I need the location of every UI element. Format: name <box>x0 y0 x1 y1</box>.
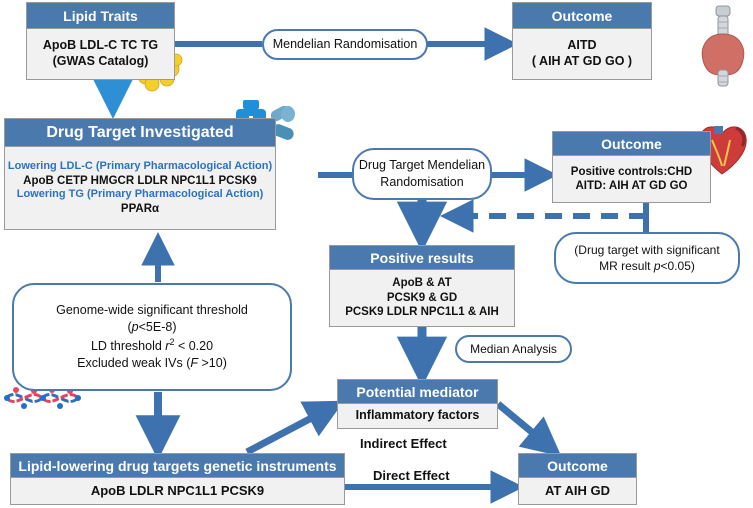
positive-results-line-2: PCSK9 & GD <box>386 291 458 304</box>
threshold-r-italic: r <box>165 339 170 354</box>
drug-target-investigated-box: Drug Target Investigated Lowering LDL-C … <box>4 118 276 230</box>
genetic-instruments-box: Lipid-lowering drug targets genetic inst… <box>10 453 345 505</box>
potential-mediator-header: Potential mediator <box>338 380 497 404</box>
outcome-right-line-2: AITD: AIH AT GD GO <box>575 180 688 192</box>
significant-line-2-pre: MR result <box>599 259 654 273</box>
drug-target-mr-line-2: Randomisation <box>380 175 464 189</box>
potential-mediator-line-1: Inflammatory factors <box>355 408 480 423</box>
outcome-bottom-box: Outcome AT AIH GD <box>518 453 637 505</box>
drug-target-line-1: Lowering LDL-C (Primary Pharmacological … <box>7 159 273 172</box>
outcome-right-line-1: Positive controls:CHD <box>570 165 693 178</box>
threshold-line-2-pre: ( <box>127 320 132 335</box>
positive-results-line-1: ApoB & AT <box>392 277 452 290</box>
threshold-line-2: (p<5E-8) <box>128 319 177 336</box>
positive-results-box: Positive results ApoB & AT PCSK9 & GD PC… <box>329 245 515 327</box>
lipid-traits-box: Lipid Traits ApoB LDL-C TC TG (GWAS Cata… <box>26 2 175 80</box>
positive-results-header: Positive results <box>330 246 514 270</box>
outcome-top-line-2: ( AIH AT GD GO ) <box>531 54 633 68</box>
significant-p-italic: p <box>653 259 661 273</box>
drug-target-line-2: ApoB CETP HMGCR LDLR NPC1L1 PCSK9 <box>23 174 257 187</box>
drug-target-header: Drug Target Investigated <box>5 119 275 147</box>
outcome-top-box: Outcome AITD ( AIH AT GD GO ) <box>512 2 652 80</box>
outcome-right-box: Outcome Positive controls:CHD AITD: AIH … <box>552 131 711 203</box>
lipid-traits-header: Lipid Traits <box>27 3 174 29</box>
threshold-line-2-post: <5E-8) <box>138 320 177 335</box>
threshold-line-3-pre: LD threshold <box>90 339 166 354</box>
threshold-f-italic: F <box>190 355 199 370</box>
threshold-line-3-post: < 0.20 <box>174 339 214 354</box>
significant-line-2: MR result p<0.05) <box>599 258 695 274</box>
threshold-line-4-pre: Excluded weak IVs ( <box>77 355 191 370</box>
threshold-r-sup: 2 <box>169 336 175 347</box>
significant-line-1: (Drug target with significant <box>574 242 720 257</box>
threshold-line-4-post: >10) <box>198 355 227 370</box>
outcome-bottom-header: Outcome <box>519 454 636 478</box>
lipid-traits-line-2: (GWAS Catalog) <box>52 54 149 68</box>
drug-target-mr-pill: Drug Target Mendelian Randomisation <box>352 148 492 200</box>
genetic-instruments-header: Lipid-lowering drug targets genetic inst… <box>11 454 344 478</box>
potential-mediator-box: Potential mediator Inflammatory factors <box>337 379 498 429</box>
drug-target-line-4: PPARα <box>120 202 160 215</box>
significant-mr-result-pill: (Drug target with significant MR result … <box>554 232 740 284</box>
mendelian-randomisation-label: Mendelian Randomisation <box>272 37 418 52</box>
median-analysis-pill: Median Analysis <box>455 335 572 363</box>
outcome-right-header: Outcome <box>553 132 710 156</box>
threshold-line-1: Genome-wide significant threshold <box>56 303 248 318</box>
positive-results-line-3: PCSK9 LDLR NPC1L1 & AIH <box>345 306 499 319</box>
drug-target-line-3: Lowering TG (Primary Pharmacological Act… <box>16 188 264 200</box>
direct-effect-label: Direct Effect <box>373 468 450 483</box>
mendelian-randomisation-pill: Mendelian Randomisation <box>262 29 428 60</box>
outcome-top-line-1: AITD <box>567 38 597 53</box>
genetic-instruments-line-1: ApoB LDLR NPC1L1 PCSK9 <box>90 482 265 498</box>
indirect-effect-label: Indirect Effect <box>360 436 447 451</box>
threshold-pill: Genome-wide significant threshold (p<5E-… <box>12 283 292 391</box>
thyroid-gland-icon <box>701 5 745 87</box>
outcome-top-header: Outcome <box>513 3 651 29</box>
lipid-traits-line-1: ApoB LDL-C TC TG <box>42 38 159 53</box>
median-analysis-label: Median Analysis <box>470 341 557 356</box>
outcome-bottom-line-1: AT AIH GD <box>545 482 610 498</box>
threshold-p-italic: p <box>131 320 139 335</box>
drug-target-mr-line-1: Drug Target Mendelian <box>358 158 486 173</box>
threshold-line-3: LD threshold r2 < 0.20 <box>91 336 213 355</box>
threshold-line-4: Excluded weak IVs (F >10) <box>77 355 227 372</box>
significant-line-2-post: <0.05) <box>660 259 695 273</box>
